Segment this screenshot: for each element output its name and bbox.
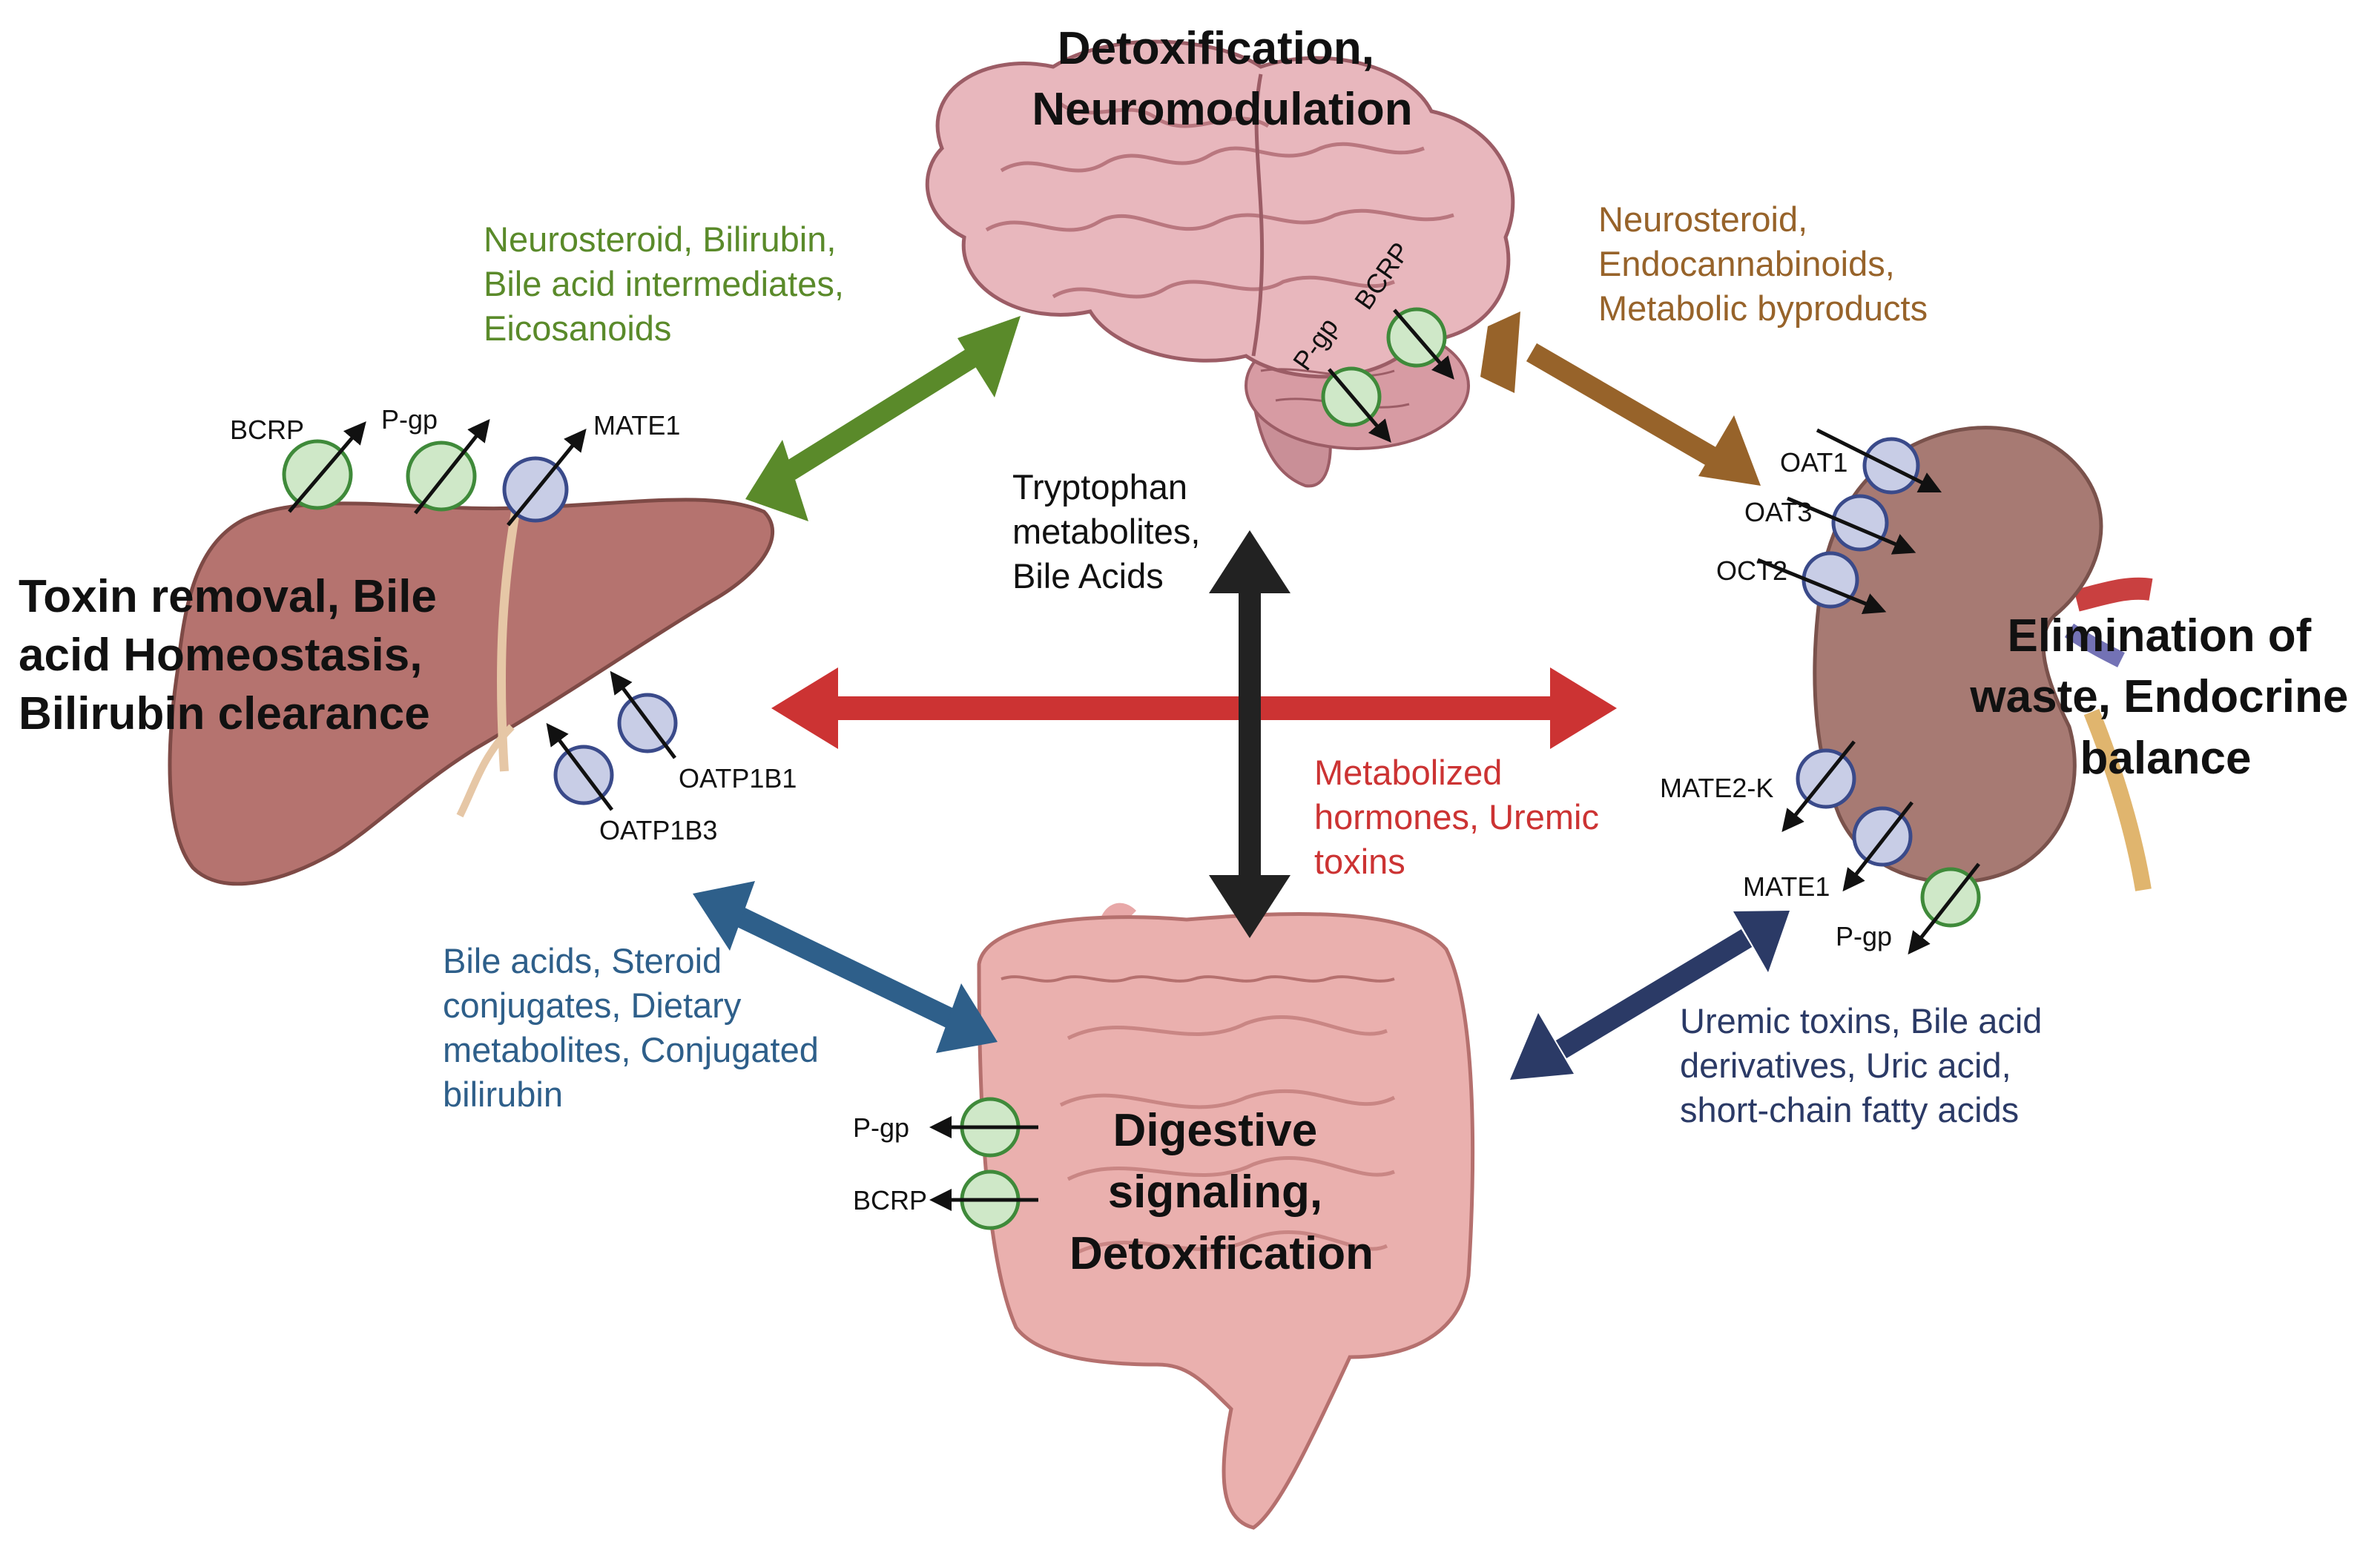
liver-mate1-label: MATE1 [593, 410, 680, 441]
liver-kidney-arrowhead-right [1550, 667, 1617, 749]
liver-bcrp-label: BCRP [230, 415, 304, 445]
kidney-mate2k-label: MATE2-K [1660, 773, 1773, 803]
kidney-oat3-transporter [1787, 494, 1916, 555]
brain-pgp-transporter [1321, 366, 1391, 443]
gut-kidney-arrowhead-down [1510, 1013, 1574, 1080]
gut-pgp-label: P-gp [853, 1112, 909, 1143]
kidney-pgp-label: P-gp [1836, 921, 1892, 951]
liver-brain-arrowhead-up [957, 316, 1021, 397]
brain-title: Detoxification, Neuromodulation [1032, 23, 1412, 135]
liver-kidney-arrowhead-left [771, 667, 838, 749]
liver-bcrp-transporter [282, 421, 366, 513]
gut-bcrp-label: BCRP [853, 1185, 927, 1215]
liver-kidney-flow-label: Metabolized hormones, Uremic toxins [1314, 753, 1609, 881]
liver-brain-arrow-shaft [784, 340, 992, 480]
liver-illustration [168, 498, 774, 886]
liver-gut-arrowhead-up [693, 881, 755, 951]
liver-oatp1b1-transporter [610, 670, 678, 759]
liver-oatp1b3-label: OATP1B3 [599, 815, 717, 845]
brain-kidney-flow-label: Neurosteroid, Endocannabinoids, Metaboli… [1598, 199, 1928, 328]
brain-kidney-arrow-shaft [1526, 343, 1723, 469]
kidney-mate2k-transporter [1781, 740, 1856, 833]
gut-brain-flow-label: Tryptophan metabolites, Bile Acids [1012, 467, 1210, 596]
gut-title: Digestive signaling, Detoxification [1069, 1105, 1374, 1279]
liver-gut-flow-label: Bile acids, Steroid conjugates, Dietary … [443, 941, 828, 1114]
kidney-oct2-transporter [1757, 551, 1887, 614]
liver-brain-flow-label: Neurosteroid, Bilirubin, Bile acid inter… [484, 220, 854, 348]
liver-pgp-transporter [406, 418, 490, 515]
kidney-oat3-label: OAT3 [1744, 497, 1812, 527]
gut-brain-arrowhead-up [1209, 530, 1290, 593]
gut-kidney-arrowhead-up [1733, 911, 1790, 972]
gut-brain-arrowhead-down [1209, 875, 1290, 938]
liver-title: Toxin removal, Bile acid Homeostasis, Bi… [19, 571, 449, 739]
liver-pgp-label: P-gp [381, 404, 438, 435]
liver-gut-arrow-shaft [733, 906, 958, 1029]
gut-bcrp-transporter [929, 1169, 1038, 1230]
gut-pgp-transporter [929, 1097, 1038, 1158]
brain-bcrp-transporter [1386, 307, 1454, 380]
kidney-oat1-label: OAT1 [1780, 447, 1847, 478]
kidney-oat1-transporter [1816, 428, 1942, 495]
gut-kidney-flow-label: Uremic toxins, Bile acid derivatives, Ur… [1680, 1001, 2052, 1129]
kidney-title: Elimination of waste, Endocrine balance [1969, 610, 2361, 784]
liver-oatp1b3-transporter [546, 722, 614, 811]
kidney-mate1-transporter [1842, 801, 1913, 892]
brain-kidney-arrowhead-down [1698, 415, 1761, 486]
kidney-mate1-label: MATE1 [1743, 871, 1830, 902]
gut-kidney-arrow-shaft [1555, 928, 1753, 1059]
liver-brain-arrowhead-down [745, 440, 808, 521]
intestine-illustration [977, 903, 1475, 1530]
brain-kidney-arrowhead-up [1480, 311, 1520, 393]
liver-gut-arrowhead-down [936, 983, 998, 1053]
kidney-oct2-label: OCT2 [1716, 555, 1787, 586]
liver-mate1-transporter [502, 429, 587, 527]
liver-oatp1b1-label: OATP1B1 [679, 763, 797, 794]
kidney-pgp-transporter [1908, 862, 1981, 955]
